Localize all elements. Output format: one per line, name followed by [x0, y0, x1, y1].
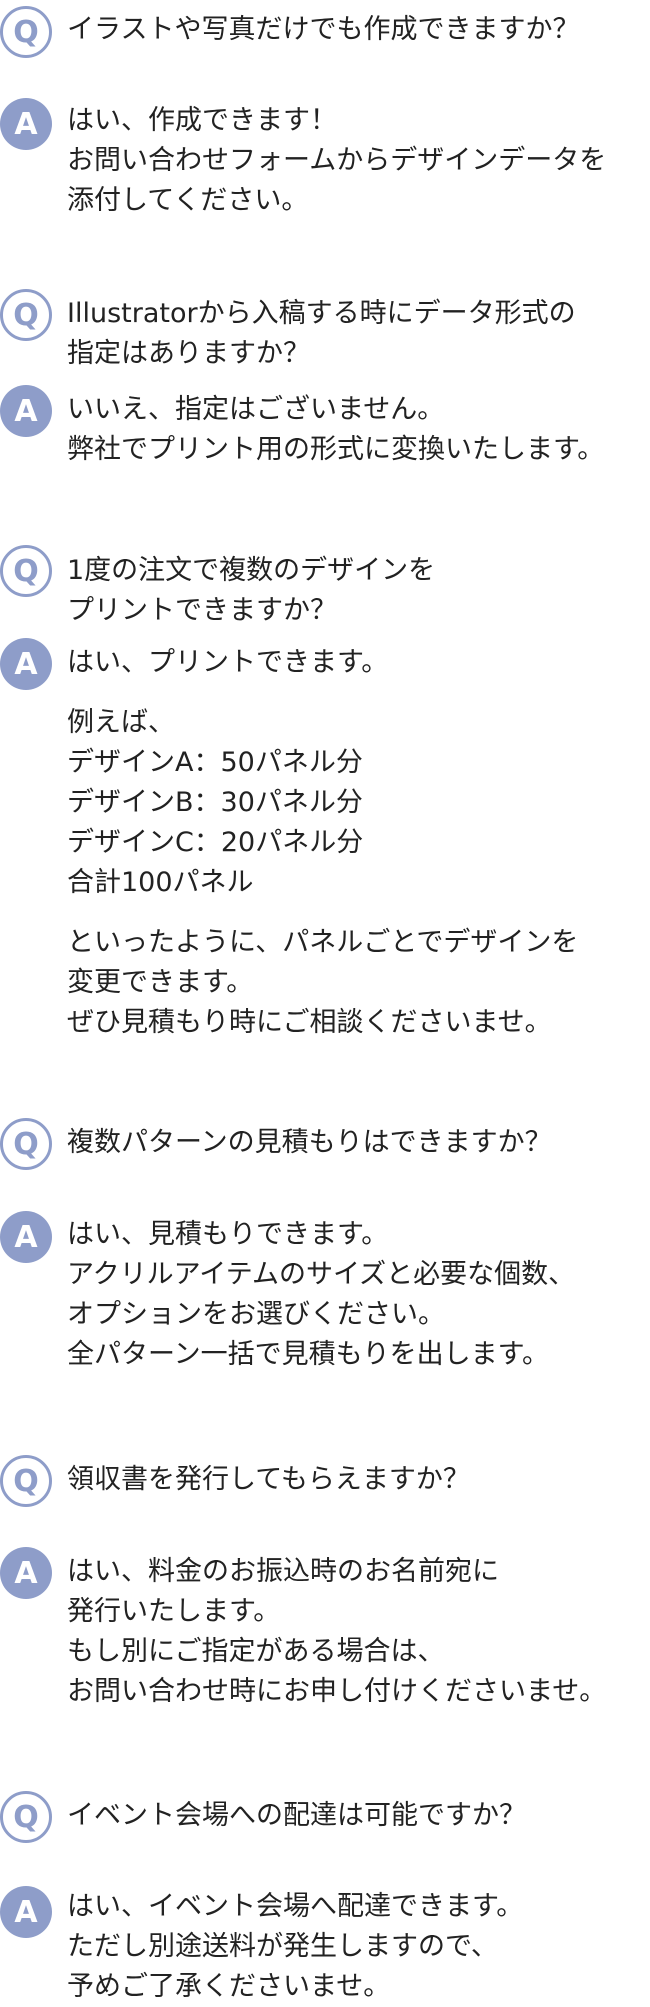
question-badge-icon: Q — [0, 1455, 52, 1507]
answer-line: いいえ、指定はございません。 — [67, 394, 445, 425]
answer-badge-icon: A — [0, 638, 52, 690]
answer-line: 添付してください。 — [67, 185, 309, 216]
question-line: イベント会場への配達は可能ですか？ — [67, 1800, 526, 1831]
answer-line: ただし別途送料が発生しますので、 — [67, 1931, 498, 1962]
question-text: イベント会場への配達は可能ですか？ — [67, 1796, 650, 1836]
question-line: イラストや写真だけでも作成できますか？ — [67, 14, 580, 45]
answer-line: 全パターン一括で見積もりを出します。 — [67, 1339, 549, 1370]
answer-line: はい、作成できます！ — [67, 105, 337, 136]
answer-line: もし別にご指定がある場合は、 — [67, 1636, 445, 1667]
answer-line: はい、プリントできます。 — [67, 647, 389, 678]
answer-line: 変更できます。 — [67, 967, 254, 998]
answer-badge-icon: A — [0, 98, 52, 150]
answer-badge-icon: A — [0, 1886, 52, 1938]
answer-badge-icon: A — [0, 1547, 52, 1599]
question-line: 領収書を発行してもらえますか？ — [67, 1464, 470, 1495]
question-text: 1度の注文で複数のデザインを プリントできますか？ — [67, 551, 650, 631]
answer-line: はい、料金のお振込時のお名前宛に — [67, 1556, 499, 1587]
answer-text: はい、見積もりできます。 アクリルアイテムのサイズと必要な個数、 オプションをお… — [67, 1215, 650, 1375]
question-line: 指定はありますか？ — [67, 338, 310, 369]
question-badge-icon: Q — [0, 289, 52, 341]
answer-text: はい、プリントできます。 例えば、 デザインA：50パネル分 デザインB：30パ… — [67, 643, 650, 1043]
answer-text: はい、作成できます！ お問い合わせフォームからデザインデータを 添付してください… — [67, 101, 650, 221]
answer-text: はい、イベント会場へ配達できます。 ただし別途送料が発生しますので、 予めご了承… — [67, 1887, 650, 2007]
question-badge-icon: Q — [0, 1791, 52, 1843]
question-text: 複数パターンの見積もりはできますか？ — [67, 1123, 650, 1163]
answer-line: 発行いたします。 — [67, 1596, 281, 1627]
answer-text: いいえ、指定はございません。 弊社でプリント用の形式に変換いたします。 — [67, 390, 650, 470]
answer-line: はい、イベント会場へ配達できます。 — [67, 1891, 524, 1922]
answer-line: オプションをお選びください。 — [67, 1299, 445, 1330]
question-text: イラストや写真だけでも作成できますか？ — [67, 10, 650, 50]
answer-line: デザインB：30パネル分 — [67, 787, 363, 818]
question-line: 複数パターンの見積もりはできますか？ — [67, 1127, 552, 1158]
answer-badge-icon: A — [0, 385, 52, 437]
answer-line: 弊社でプリント用の形式に変換いたします。 — [67, 434, 605, 465]
question-line: 1度の注文で複数のデザインを — [67, 555, 436, 586]
answer-line: 合計100パネル — [67, 867, 254, 898]
answer-line: ぜひ見積もり時にご相談くださいませ。 — [67, 1007, 552, 1038]
answer-line: 例えば、 — [67, 707, 175, 738]
answer-line: お問い合わせフォームからデザインデータを — [67, 145, 607, 176]
answer-line: デザインC：20パネル分 — [67, 827, 364, 858]
question-text: 領収書を発行してもらえますか？ — [67, 1460, 650, 1500]
answer-badge-icon: A — [0, 1211, 52, 1263]
question-badge-icon: Q — [0, 1118, 52, 1170]
question-badge-icon: Q — [0, 545, 52, 597]
question-line: Illustratorから入稿する時にデータ形式の — [67, 298, 576, 329]
answer-line: といったように、パネルごとでデザインを — [67, 927, 579, 958]
answer-line: はい、見積もりできます。 — [67, 1219, 389, 1250]
answer-line: お問い合わせ時にお申し付けくださいませ。 — [67, 1676, 607, 1707]
question-text: Illustratorから入稿する時にデータ形式の 指定はありますか？ — [67, 294, 650, 374]
question-badge-icon: Q — [0, 6, 52, 58]
question-line: プリントできますか？ — [67, 595, 337, 626]
answer-line: デザインA：50パネル分 — [67, 747, 363, 778]
answer-line: アクリルアイテムのサイズと必要な個数、 — [67, 1259, 576, 1290]
answer-text: はい、料金のお振込時のお名前宛に 発行いたします。 もし別にご指定がある場合は、… — [67, 1552, 650, 1712]
answer-line: 予めご了承くださいませ。 — [67, 1971, 391, 2002]
